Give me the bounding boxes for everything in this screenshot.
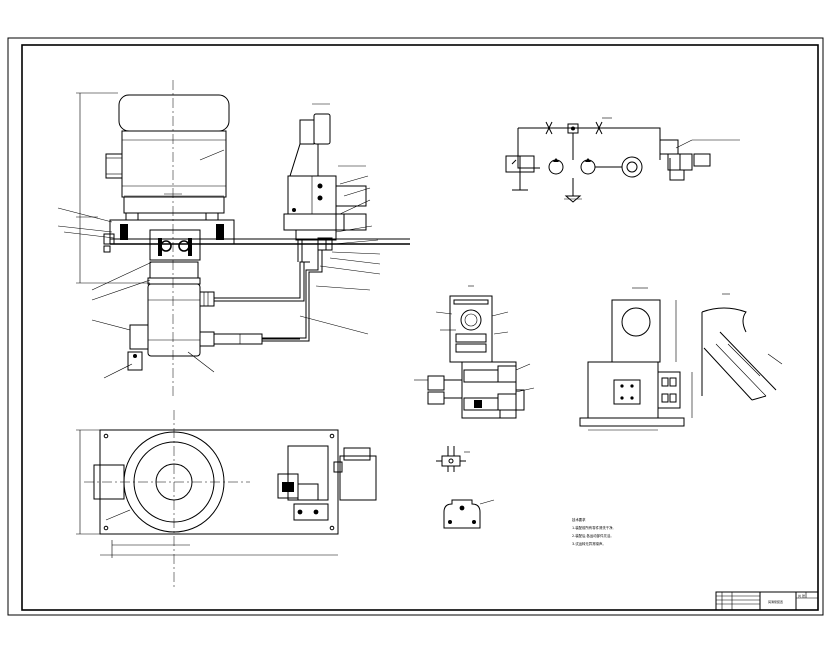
valve-base bbox=[283, 213, 345, 231]
front-view bbox=[57, 80, 410, 398]
pump-symbol-right bbox=[580, 159, 596, 175]
note-line-3: 3.试运转无异常噪声。 bbox=[572, 541, 606, 546]
base-plate-plan bbox=[99, 429, 339, 535]
pipe-lower bbox=[262, 250, 319, 339]
note-line-2: 2.装配后,各运动部件灵活。 bbox=[572, 533, 614, 538]
pressure-gauge bbox=[460, 309, 482, 331]
motor-body bbox=[121, 130, 227, 198]
plan-view bbox=[76, 410, 377, 590]
coupling-housing bbox=[109, 219, 235, 245]
bracket-diagonal bbox=[703, 347, 753, 401]
motor-terminal-box bbox=[105, 153, 123, 179]
outer-border bbox=[7, 37, 824, 616]
view-a-lower-block bbox=[587, 361, 659, 419]
clamp-detail bbox=[443, 499, 495, 529]
view-b bbox=[701, 293, 783, 401]
pipe-upper bbox=[214, 261, 310, 299]
motor-fan-cover bbox=[118, 94, 230, 132]
pump-symbol-left bbox=[548, 159, 564, 175]
view-a bbox=[579, 287, 693, 431]
motor-symbol bbox=[621, 156, 643, 178]
hydraulic-schematic bbox=[505, 117, 740, 203]
pump-bracket bbox=[129, 324, 149, 350]
directional-valve-right bbox=[659, 139, 679, 155]
coupling bbox=[149, 229, 201, 261]
title-block: 润滑泵装置 共 张 bbox=[715, 591, 819, 611]
small-valve-detail bbox=[436, 446, 470, 472]
technical-notes: 技术要求 1.装配前所有零件清洗干净, 2.装配后,各运动部件灵活。 3.试运转… bbox=[572, 517, 614, 546]
valve-block-front bbox=[283, 103, 381, 335]
drawing-name: 润滑泵装置 bbox=[768, 599, 783, 604]
outlet-fitting-lower bbox=[199, 331, 215, 347]
inner-frame bbox=[21, 44, 819, 611]
pump-flange bbox=[149, 261, 199, 279]
side-view-valve-stack bbox=[414, 285, 535, 419]
outlet-fitting-upper bbox=[199, 291, 215, 307]
notes-heading: 技术要求 bbox=[572, 517, 586, 522]
supply-line bbox=[518, 127, 661, 160]
sheet-label: 共 张 bbox=[798, 593, 805, 598]
solenoid-coil bbox=[313, 113, 331, 145]
note-line-1: 1.装配前所有零件清洗干净, bbox=[572, 525, 614, 530]
motor-flange bbox=[123, 196, 225, 214]
view-a-upper-block bbox=[611, 299, 661, 363]
pump-body bbox=[147, 283, 201, 357]
